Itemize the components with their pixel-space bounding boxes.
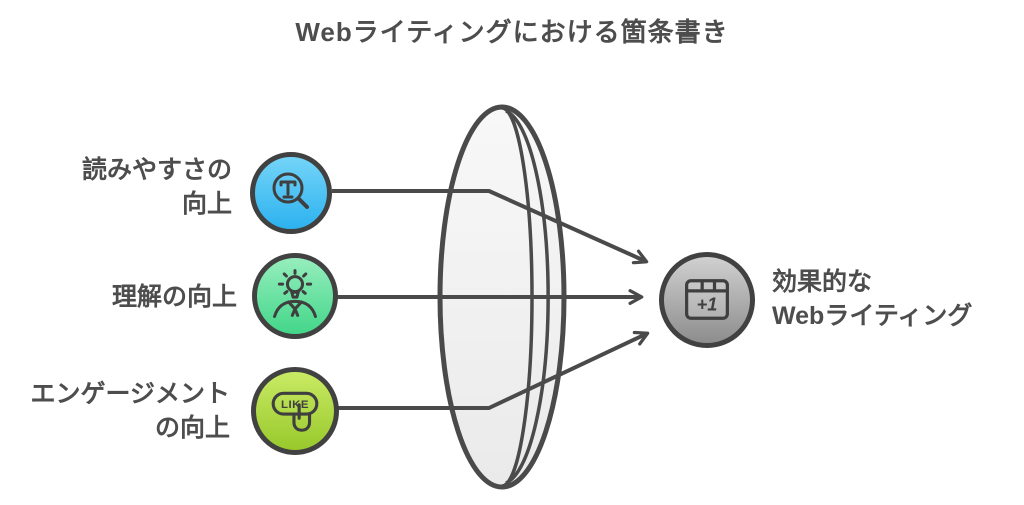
item-label-readability: 読みやすさの 向上	[81, 156, 232, 218]
plus-one-window-glyph: +1	[685, 279, 729, 320]
result-label: 効果的な Webライティング	[772, 268, 973, 330]
idea-person-glyph	[273, 269, 317, 318]
plus-one-badge: +1	[697, 295, 718, 315]
text-magnifier-glyph	[272, 172, 309, 209]
connector-engagement	[338, 330, 650, 410]
item-label-engagement: エンゲージメント の向上	[30, 380, 230, 442]
like-button-icon: LIKE	[251, 367, 339, 455]
like-button-glyph: LIKE	[271, 391, 319, 432]
like-text: LIKE	[281, 399, 309, 411]
diagram-title: Webライティングにおける箇条書き	[295, 17, 729, 47]
connector-readability	[332, 189, 649, 265]
item-label-understanding: 理解の向上	[111, 283, 237, 311]
idea-person-icon	[252, 253, 338, 339]
plus-one-window-icon: +1	[659, 252, 755, 348]
text-magnifier-icon	[250, 152, 332, 234]
